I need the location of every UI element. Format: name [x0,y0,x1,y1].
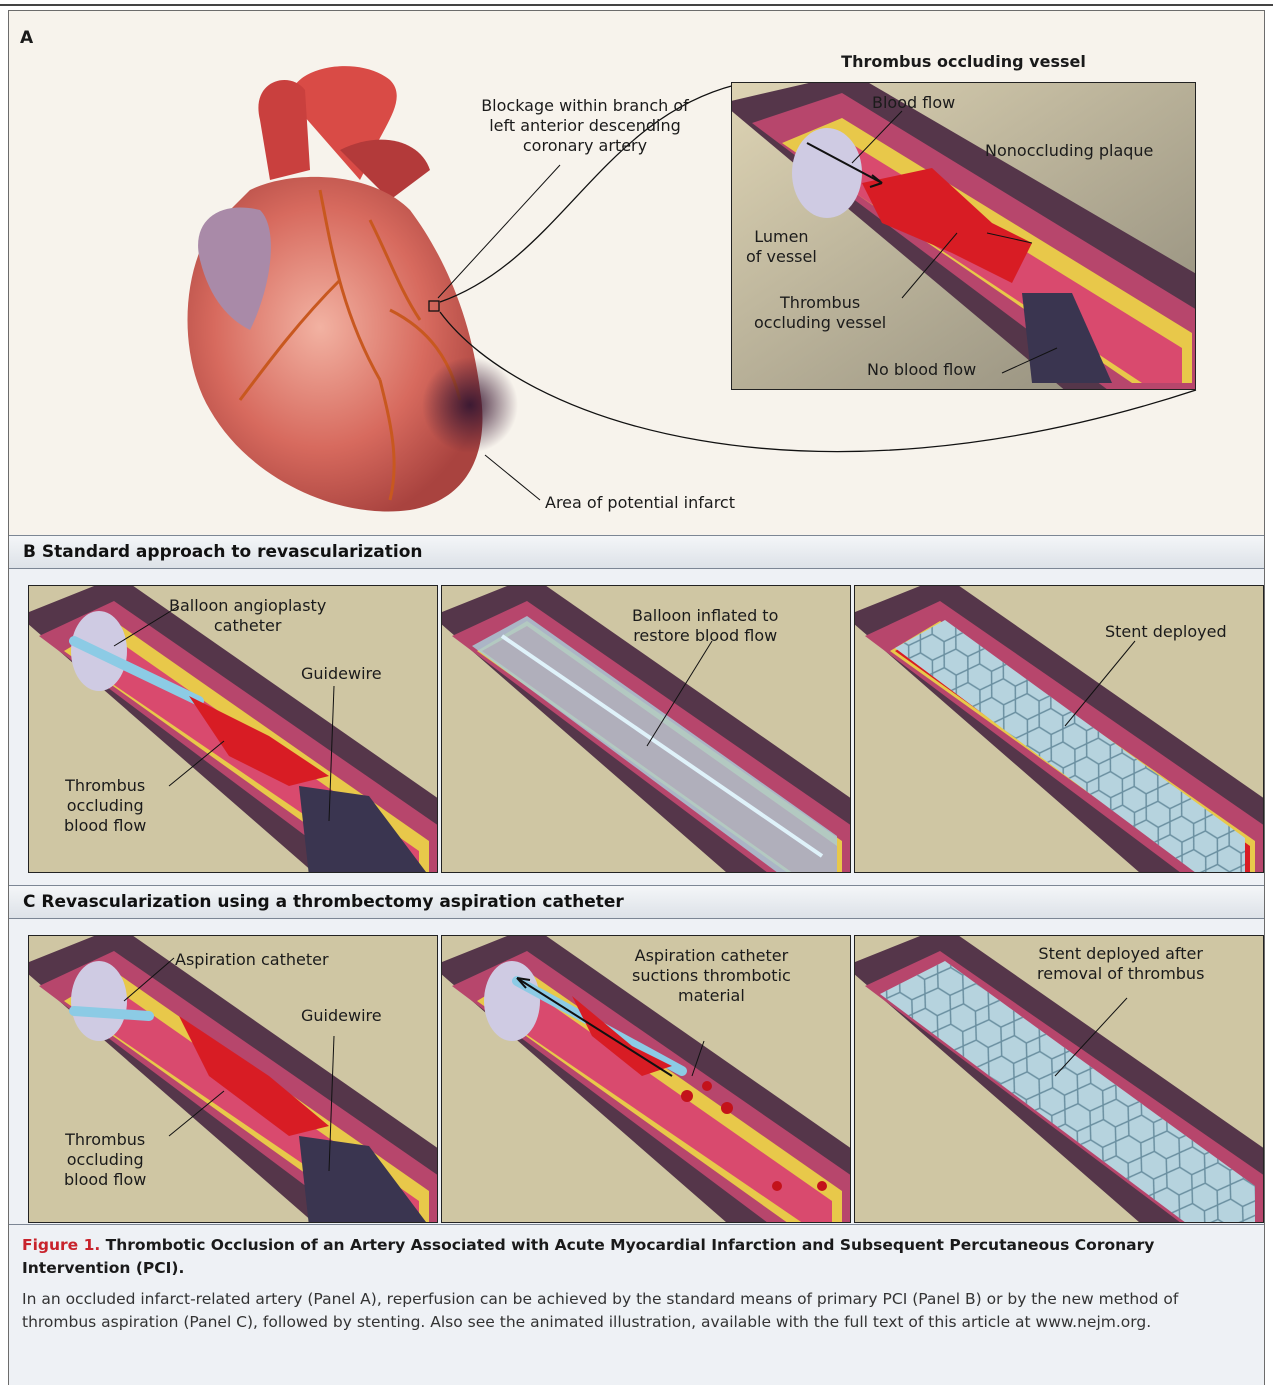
figure-number: Figure 1. [22,1236,100,1254]
panel-b-tile-3: Stent deployed [854,585,1264,873]
inset-title: Thrombus occluding vessel [731,52,1196,71]
vessel-inset: Blood flow Nonoccluding plaque Lumen of … [731,82,1196,390]
panel-b-header: B Standard approach to revascularization [9,535,1264,569]
panel-c-tile-3: Stent deployed after removal of thrombus [854,935,1264,1223]
panel-b-tile-2: Balloon inflated to restore blood flow [441,585,851,873]
panel-c-tile-2: Aspiration catheter suctions thrombotic … [441,935,851,1223]
stent-after-removal-label: Stent deployed after removal of thrombus [1037,944,1204,984]
blood-flow-label: Blood flow [872,93,955,113]
lumen-label: Lumen of vessel [746,227,817,267]
no-blood-flow-label: No blood flow [867,360,976,380]
aspiration-catheter-label: Aspiration catheter [175,950,329,970]
panel-c-tile-1: Aspiration catheter Guidewire Thrombus o… [28,935,438,1223]
panel-c-header: C Revascularization using a thrombectomy… [9,885,1264,919]
balloon-inflated-label: Balloon inflated to restore blood flow [632,606,778,646]
thrombus-label: Thrombus occluding blood flow [64,776,146,836]
nonoccluding-plaque-label: Nonoccluding plaque [985,141,1153,161]
balloon-catheter-label: Balloon angioplasty catheter [169,596,326,636]
suction-label: Aspiration catheter suctions thrombotic … [632,946,791,1006]
panel-b-tile-1: Balloon angioplasty catheter Guidewire T… [28,585,438,873]
blockage-label: Blockage within branch of left anterior … [470,96,700,156]
caption-title: Figure 1. Thrombotic Occlusion of an Art… [22,1234,1247,1280]
thrombus-occluding-label: Thrombus occluding vessel [754,293,886,333]
infarct-label: Area of potential infarct [545,493,735,513]
guidewire-label-c: Guidewire [301,1006,382,1026]
thrombus-label-c: Thrombus occluding blood flow [64,1130,146,1190]
stent-deployed-label: Stent deployed [1105,622,1227,642]
figure-title: Thrombotic Occlusion of an Artery Associ… [22,1236,1154,1277]
guidewire-label: Guidewire [301,664,382,684]
caption-body: In an occluded infarct-related artery (P… [22,1288,1247,1334]
